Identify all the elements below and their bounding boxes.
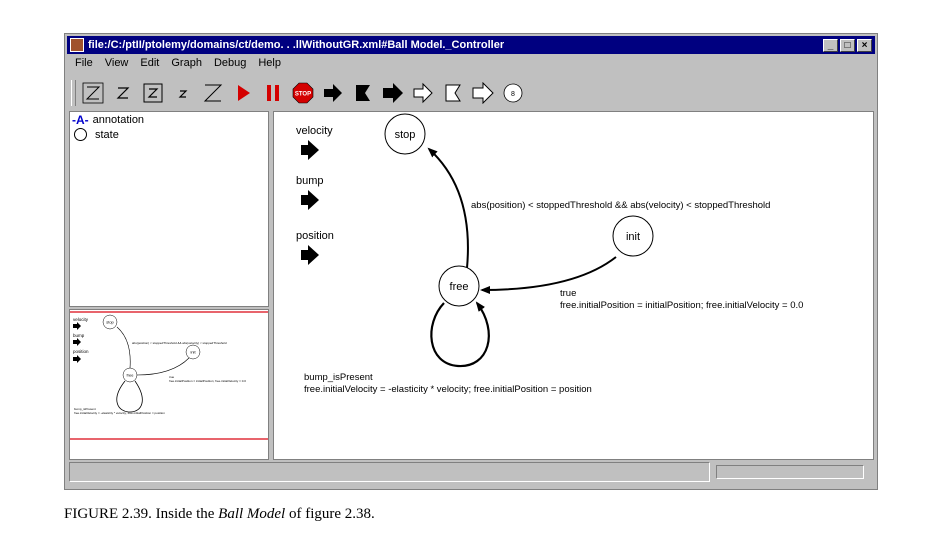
overview-state-stop (102, 314, 118, 330)
app-icon (70, 38, 84, 52)
zoom-fit-icon[interactable] (80, 80, 106, 106)
transition-free-to-stop[interactable] (427, 147, 469, 269)
close-button[interactable]: × (857, 38, 872, 52)
state-stop-label: stop (395, 129, 416, 141)
guard-free-to-stop[interactable]: abs(position) < stoppedThreshold && abs(… (471, 200, 770, 211)
overview-port-label: bump (73, 333, 85, 338)
arrow-outline-icon[interactable] (470, 80, 496, 106)
pause-icon[interactable] (260, 80, 286, 106)
overview-state-label: free (127, 373, 135, 378)
overview-transition (116, 326, 131, 369)
minimize-button[interactable]: _ (823, 38, 838, 52)
overview-port-arrow (73, 322, 81, 330)
caption-italic: Ball Model (218, 506, 286, 522)
overview-port-arrow (73, 355, 81, 363)
zoom-small-icon[interactable] (170, 80, 196, 106)
menu-file[interactable]: File (75, 57, 93, 69)
zoom-reset-icon[interactable] (110, 80, 136, 106)
flag-icon[interactable] (350, 80, 376, 106)
overview-port-label: velocity (73, 317, 89, 322)
run-triangle (238, 85, 250, 101)
graph-canvas[interactable]: velocity bump position stop init free ab… (273, 111, 874, 460)
menu-debug[interactable]: Debug (213, 57, 247, 69)
menu-edit[interactable]: Edit (140, 57, 160, 69)
zoom-in-icon[interactable] (200, 80, 226, 106)
palette-item-annotation[interactable]: -A- annotation (70, 112, 268, 127)
palette-label-annotation: annotation (92, 113, 145, 126)
palette-panel: -A- annotation state (69, 111, 269, 307)
stop-icon[interactable]: STOP (290, 80, 316, 106)
transition-init-to-free[interactable] (480, 256, 617, 294)
overview-state-label: init (190, 350, 196, 355)
window-title: file:/C:/ptII/ptolemy/domains/ct/demo. .… (88, 39, 505, 51)
state-free[interactable] (438, 265, 480, 307)
badge-label: 8 (511, 91, 515, 98)
overview-transition-label: bump_isPresent (74, 407, 96, 411)
overview-transition-label: free.initialPosition = initialPosition; … (169, 379, 246, 383)
maximize-button[interactable]: □ (840, 38, 855, 52)
port-bump-arrow-icon[interactable] (301, 190, 319, 210)
overview-panel[interactable]: velocity bump position stop init free ab… (69, 309, 269, 460)
state-init-label: init (626, 231, 640, 243)
overview-port-arrow (73, 338, 81, 346)
overview-port-label: position (73, 349, 89, 354)
state-free-label: free (450, 281, 469, 293)
progress-bar (716, 465, 864, 479)
caption-suffix: of figure 2.38. (285, 506, 375, 522)
port-label-bump: bump (296, 175, 324, 187)
guard-free-self[interactable]: bump_isPresent (304, 372, 373, 383)
arrow-right-bold-icon[interactable] (380, 80, 406, 106)
figure-caption: FIGURE 2.39. Inside the Ball Model of fi… (64, 506, 375, 523)
overview-transition-label: free.initialVelocity = -elasticity * vel… (74, 411, 165, 415)
menu-graph[interactable]: Graph (171, 57, 202, 69)
status-bar (69, 462, 710, 482)
overview-transition (136, 357, 190, 376)
overview-transition-label: true (169, 375, 175, 379)
run-icon[interactable] (230, 80, 256, 106)
palette-item-state[interactable]: state (70, 127, 268, 142)
zoom-box-icon[interactable] (140, 80, 166, 106)
caption-prefix: FIGURE 2.39. Inside the (64, 506, 219, 522)
fsm-diagram: velocity bump position stop init free ab… (296, 113, 803, 395)
arrow-right-outline-icon[interactable] (410, 80, 436, 106)
transition-free-self-loop[interactable] (430, 301, 490, 368)
palette-label-state: state (95, 128, 119, 141)
menu-help[interactable]: Help (258, 57, 281, 69)
overview-diagram: velocity bump position stop init free ab… (70, 311, 268, 440)
port-label-velocity: velocity (296, 125, 333, 137)
toolbar: STOP 8 (69, 77, 873, 109)
overview-state-init (185, 344, 201, 360)
guard-init-to-free[interactable]: true (560, 288, 576, 299)
overview-transition-label: abs(position) < stoppedThreshold && abs(… (132, 341, 227, 345)
port-label-position: position (296, 230, 334, 242)
action-free-self[interactable]: free.initialVelocity = -elasticity * vel… (304, 384, 592, 395)
action-init-to-free[interactable]: free.initialPosition = initialPosition; … (560, 300, 803, 311)
port-velocity-arrow-icon[interactable] (301, 140, 319, 160)
flag-outline-icon[interactable] (440, 80, 466, 106)
menu-view[interactable]: View (104, 57, 129, 69)
overview-transition (116, 380, 143, 413)
annotation-icon: -A- (72, 112, 89, 127)
state-circle-icon (74, 128, 87, 141)
toolbar-grip[interactable] (71, 80, 76, 106)
title-bar[interactable]: file:/C:/ptII/ptolemy/domains/ct/demo. .… (67, 36, 875, 54)
arrow-right-icon[interactable] (320, 80, 346, 106)
circle-badge-icon[interactable]: 8 (500, 80, 526, 106)
port-position-arrow-icon[interactable] (301, 245, 319, 265)
state-stop[interactable] (384, 113, 426, 155)
stop-label: STOP (295, 92, 311, 98)
menu-bar: File View Edit Graph Debug Help (69, 55, 287, 73)
application-window: file:/C:/ptII/ptolemy/domains/ct/demo. .… (64, 33, 878, 490)
overview-state-label: stop (106, 320, 114, 325)
state-init[interactable] (612, 215, 654, 257)
